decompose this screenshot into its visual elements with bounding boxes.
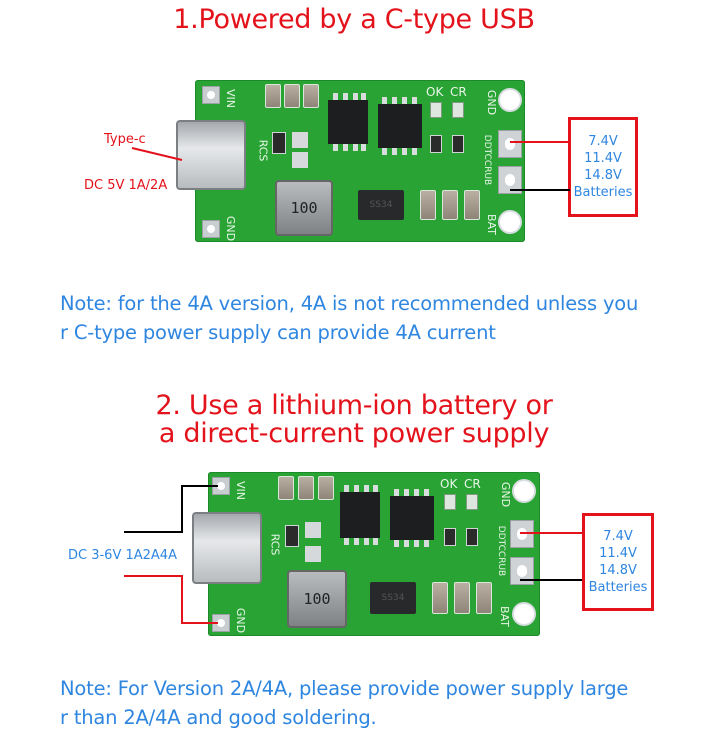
inductor-2: 100: [287, 570, 347, 628]
diode-2: SS34: [370, 582, 416, 614]
silk-cr-2: CR: [464, 477, 481, 491]
ic-chip-2: [378, 104, 422, 148]
note-1-line2: r C-type power supply can provide 4A cur…: [60, 321, 496, 344]
dc-input-label-2: DC 3-6V 1A2A4A: [68, 548, 177, 563]
section2-title-line1: 2. Use a lithium-ion battery or: [155, 390, 553, 421]
silk-ok-2: OK: [440, 477, 458, 491]
section1-title: 1.Powered by a C-type USB: [173, 4, 535, 35]
usb-c-connector-2: [192, 512, 262, 584]
gnd-pad-left: [202, 220, 220, 238]
note-1: Note: for the 4A version, 4A is not reco…: [60, 289, 700, 347]
silk-cr: CR: [450, 85, 467, 99]
dc-input-label-1: DC 5V 1A/2A: [84, 178, 168, 193]
note-1-line1: Note: for the 4A version, 4A is not reco…: [60, 292, 639, 315]
battery-voltage-14v8-2: 14.8V: [599, 563, 637, 578]
led-ok: [430, 102, 442, 118]
mount-hole-bottom-2: [514, 604, 534, 624]
input-wire-black: [124, 485, 218, 533]
diode: SS34: [358, 190, 404, 220]
battery-voltage-7v4-2: 7.4V: [603, 529, 633, 544]
battery-label: Batteries: [573, 185, 633, 200]
usb-c-connector: [176, 120, 246, 190]
note-2-line1: Note: For Version 2A/4A, please provide …: [60, 677, 629, 700]
led-cr: [452, 102, 464, 118]
vin-pad: [202, 86, 220, 104]
type-c-pointer-line: [131, 147, 183, 161]
battery-pad-positive: [498, 130, 522, 158]
mount-hole-top: [500, 90, 520, 110]
mount-hole-bottom: [500, 212, 520, 232]
rcs-resistor: [272, 132, 286, 154]
note-2: Note: For Version 2A/4A, please provide …: [60, 674, 700, 732]
ic-chip-2b: [390, 496, 434, 540]
ic-chip-1: [328, 100, 368, 144]
battery-voltage-11v4-2: 11.4V: [599, 546, 637, 561]
battery-voltage-box-1: 7.4V 11.4V 14.8V Batteries: [568, 117, 638, 217]
ic-chip-1b: [340, 492, 380, 538]
battery-voltage-7v4: 7.4V: [588, 134, 618, 149]
battery-voltage-11v4: 11.4V: [584, 151, 622, 166]
section2-title: 2. Use a lithium-ion battery or a direct…: [0, 392, 708, 448]
section2-title-line2: a direct-current power supply: [158, 418, 550, 449]
inductor: 100: [275, 180, 333, 236]
battery-label-2: Batteries: [588, 580, 648, 595]
led-cr-2: [466, 494, 478, 510]
battery-voltage-14v8: 14.8V: [584, 168, 622, 183]
note-2-line2: r than 2A/4A and good soldering.: [60, 706, 377, 729]
mount-hole-top-2: [514, 481, 534, 501]
type-c-label: Type-c: [104, 132, 146, 147]
led-ok-2: [444, 494, 456, 510]
silk-ok: OK: [426, 85, 444, 99]
battery-voltage-box-2: 7.4V 11.4V 14.8V Batteries: [582, 513, 654, 611]
input-wire-red: [124, 575, 218, 624]
